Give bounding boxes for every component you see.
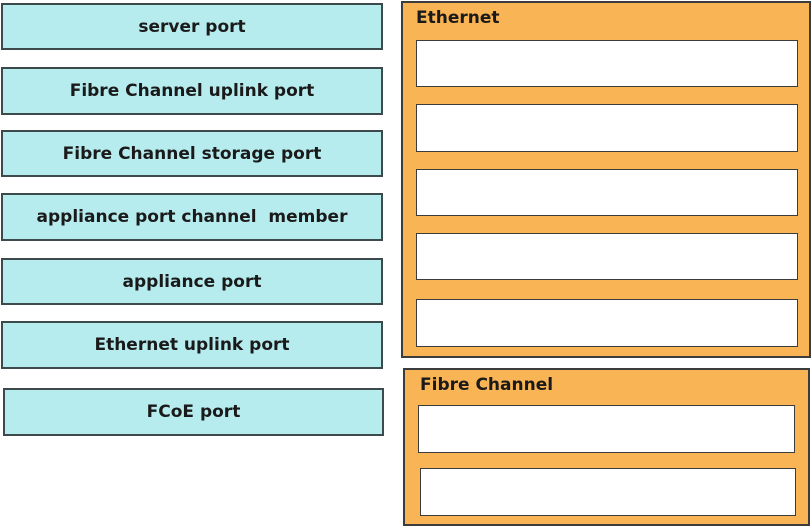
ethernet-drop-slot[interactable]	[416, 104, 798, 152]
drag-item-fcoe-port[interactable]: FCoE port	[3, 388, 384, 436]
fibre-channel-drop-slot[interactable]	[420, 468, 796, 516]
drag-item-appliance-port[interactable]: appliance port	[1, 258, 383, 305]
ethernet-drop-slot[interactable]	[416, 233, 798, 280]
drag-item-server-port[interactable]: server port	[1, 3, 383, 50]
fibre-channel-group-title: Fibre Channel	[420, 375, 554, 395]
fibre-channel-target-group: Fibre Channel	[403, 368, 810, 526]
ethernet-drop-slot[interactable]	[416, 40, 798, 87]
drag-item-fibre-channel-uplink-port[interactable]: Fibre Channel uplink port	[1, 67, 383, 115]
drag-item-ethernet-uplink-port[interactable]: Ethernet uplink port	[1, 321, 383, 369]
ethernet-group-title: Ethernet	[416, 8, 500, 28]
drag-item-appliance-port-channel-member[interactable]: appliance port channel member	[1, 193, 383, 241]
ethernet-target-group: Ethernet	[401, 1, 811, 358]
ethernet-drop-slot[interactable]	[416, 299, 798, 347]
drag-item-fibre-channel-storage-port[interactable]: Fibre Channel storage port	[1, 130, 383, 177]
ethernet-drop-slot[interactable]	[416, 169, 798, 216]
fibre-channel-drop-slot[interactable]	[418, 405, 795, 453]
